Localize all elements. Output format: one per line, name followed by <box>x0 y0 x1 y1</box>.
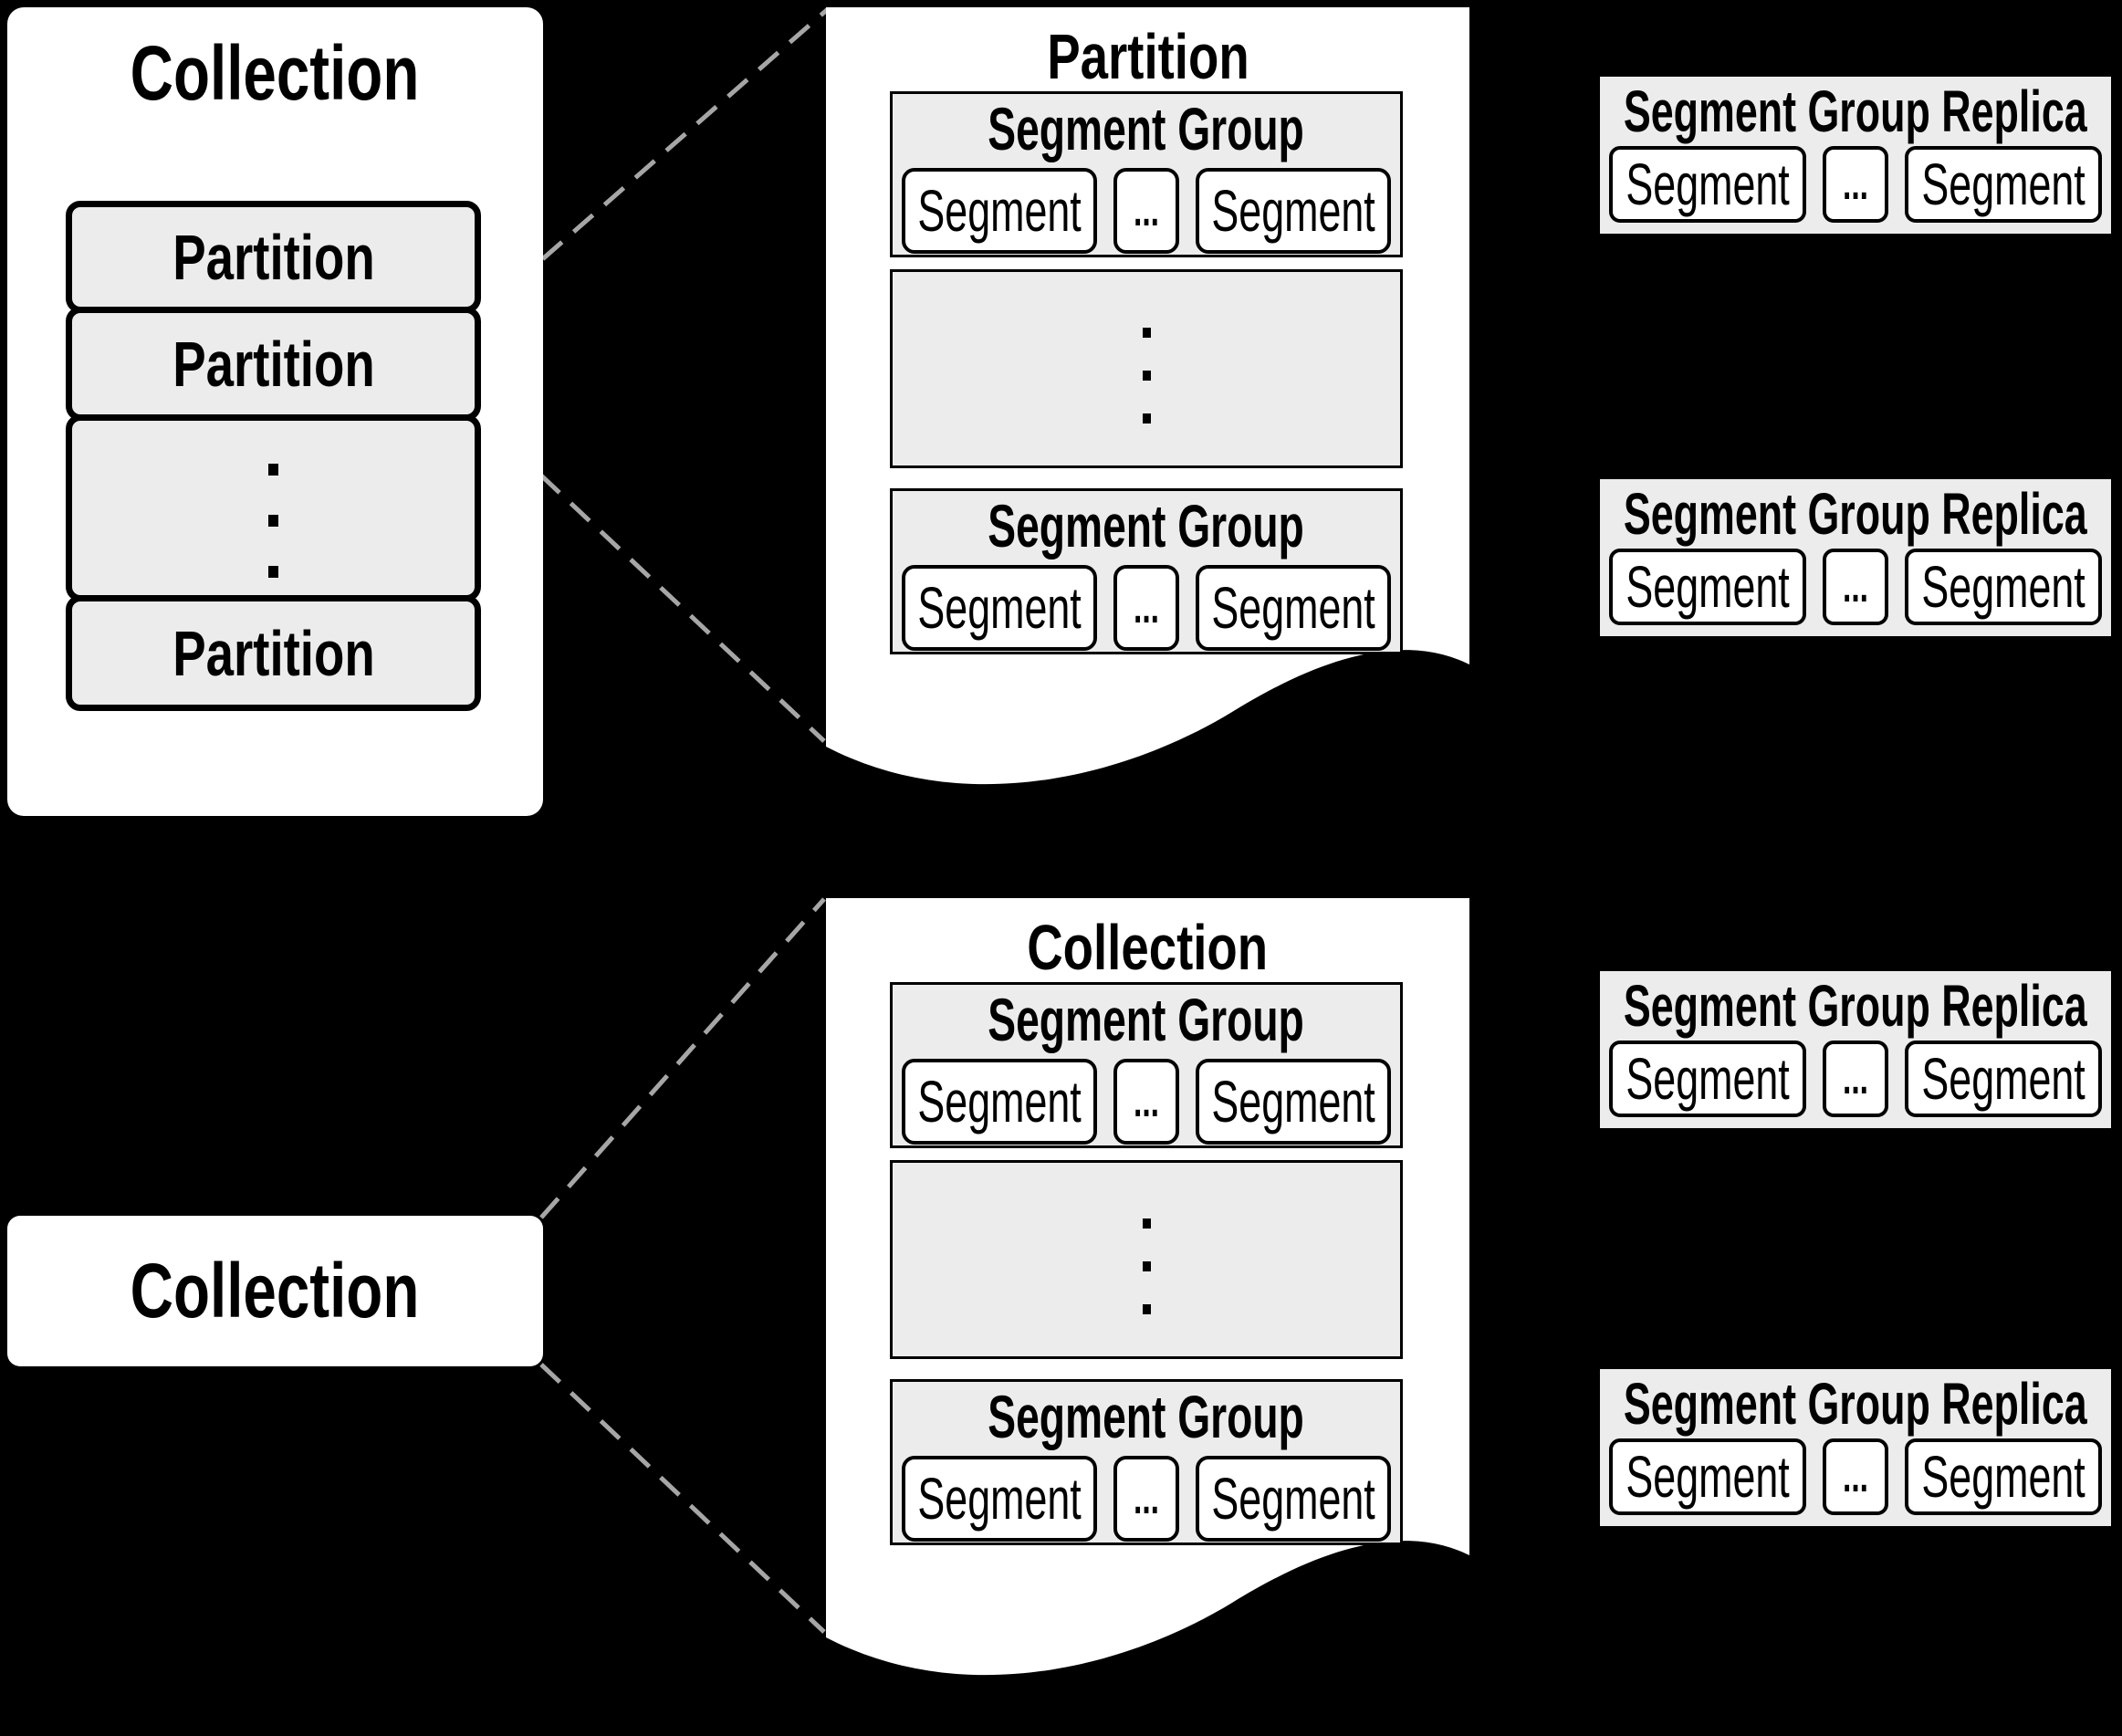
segment-label: Segment <box>1211 1069 1375 1135</box>
segment-group-title: Segment Group <box>988 1383 1305 1450</box>
ellipsis-box: ... <box>1113 1456 1179 1542</box>
partition-label: Partition <box>172 221 375 293</box>
ellipsis-label: ... <box>1133 583 1159 633</box>
segment-row: Segment ... Segment <box>1600 1041 2111 1117</box>
collection-label-box: Collection <box>7 1216 543 1366</box>
segment-group-more-box <box>890 269 1403 468</box>
vertical-ellipsis-icon <box>1142 1303 1151 1314</box>
segment-row: Segment ... Segment <box>1600 146 2111 223</box>
segment-box: Segment <box>1196 168 1391 254</box>
connector-line-collection-bottom <box>539 1363 826 1634</box>
vertical-ellipsis-icon <box>1142 327 1151 338</box>
partition-more-row <box>66 414 481 601</box>
ellipsis-box: ... <box>1113 1059 1179 1145</box>
segment-box: Segment <box>902 1059 1097 1145</box>
vertical-ellipsis-icon <box>268 566 278 578</box>
vertical-ellipsis-icon <box>268 515 278 527</box>
segment-box: Segment <box>902 565 1097 651</box>
segment-label: Segment <box>1921 152 2085 217</box>
ellipsis-label: ... <box>1133 1077 1159 1126</box>
segment-row: Segment ... Segment <box>893 168 1400 254</box>
segment-group-title: Segment Group <box>988 986 1305 1053</box>
ellipsis-box: ... <box>1113 168 1179 254</box>
segment-label: Segment <box>1921 554 2085 620</box>
segment-box: Segment <box>1609 1438 1806 1515</box>
segment-box: Segment <box>1609 146 1806 223</box>
segment-label: Segment <box>1921 1046 2085 1112</box>
ellipsis-box: ... <box>1113 565 1179 651</box>
partition-row-3: Partition <box>66 595 481 711</box>
segment-group-replica: Segment Group Replica Segment ... Segmen… <box>1600 77 2111 234</box>
segment-label: Segment <box>917 575 1082 641</box>
segment-label: Segment <box>1211 1466 1375 1532</box>
segment-row: Segment ... Segment <box>1600 549 2111 625</box>
ellipsis-box: ... <box>1823 1438 1888 1515</box>
segment-row: Segment ... Segment <box>893 565 1400 651</box>
partition-label: Partition <box>172 617 375 689</box>
segment-group: Segment Group Segment ... Segment <box>890 488 1403 654</box>
segment-label: Segment <box>917 1069 1082 1135</box>
vertical-ellipsis-icon <box>1142 413 1151 424</box>
connector-line-partition-bottom <box>479 417 826 743</box>
segment-row: Segment ... Segment <box>1600 1438 2111 1515</box>
segment-group: Segment Group Segment ... Segment <box>890 982 1403 1148</box>
segment-label: Segment <box>917 1466 1082 1532</box>
ellipsis-label: ... <box>1842 1054 1868 1103</box>
ellipsis-label: ... <box>1842 160 1868 209</box>
segment-box: Segment <box>1196 1059 1391 1145</box>
ellipsis-box: ... <box>1823 1041 1888 1117</box>
collection-panel-title: Collection <box>131 29 420 116</box>
segment-box: Segment <box>1905 146 2102 223</box>
segment-group: Segment Group Segment ... Segment <box>890 91 1403 257</box>
segment-row: Segment ... Segment <box>893 1456 1400 1542</box>
segment-group-title: Segment Group <box>988 95 1305 162</box>
ellipsis-box: ... <box>1823 146 1888 223</box>
segment-box: Segment <box>1609 549 1806 625</box>
segment-group-title: Segment Group <box>988 492 1305 559</box>
segment-box: Segment <box>1196 565 1391 651</box>
segment-box: Segment <box>1609 1041 1806 1117</box>
vertical-ellipsis-icon <box>1142 370 1151 381</box>
segment-box: Segment <box>1196 1456 1391 1542</box>
segment-label: Segment <box>1921 1444 2085 1510</box>
segment-group-replica: Segment Group Replica Segment ... Segmen… <box>1600 479 2111 636</box>
vertical-ellipsis-icon <box>1142 1260 1151 1271</box>
segment-box: Segment <box>1905 549 2102 625</box>
partition-label: Partition <box>172 328 375 400</box>
segment-box: Segment <box>902 1456 1097 1542</box>
segment-group-replica: Segment Group Replica Segment ... Segmen… <box>1600 971 2111 1128</box>
replica-title: Segment Group Replica <box>1624 78 2087 144</box>
segment-label: Segment <box>1625 152 1790 217</box>
connector-line-collection-top <box>539 897 826 1219</box>
collection-panel: Collection Partition Partition Partition <box>7 7 543 816</box>
replica-title: Segment Group Replica <box>1624 973 2087 1039</box>
partition-row-1: Partition <box>66 201 481 313</box>
vertical-ellipsis-icon <box>268 464 278 476</box>
connector-line-partition-top <box>479 7 830 315</box>
segment-label: Segment <box>1625 1444 1790 1510</box>
replica-title: Segment Group Replica <box>1624 481 2087 547</box>
segment-group-replica: Segment Group Replica Segment ... Segmen… <box>1600 1369 2111 1526</box>
collection-document-title: Collection <box>1027 912 1269 983</box>
segment-row: Segment ... Segment <box>893 1059 1400 1145</box>
segment-box: Segment <box>1905 1438 2102 1515</box>
partition-row-2: Partition <box>66 307 481 421</box>
segment-label: Segment <box>917 178 1082 244</box>
replica-title: Segment Group Replica <box>1624 1371 2087 1437</box>
vertical-ellipsis-icon <box>1142 1218 1151 1229</box>
segment-label: Segment <box>1625 1046 1790 1112</box>
segment-group-more-box <box>890 1160 1403 1359</box>
segment-label: Segment <box>1211 575 1375 641</box>
ellipsis-label: ... <box>1133 1474 1159 1523</box>
ellipsis-label: ... <box>1842 1452 1868 1501</box>
ellipsis-box: ... <box>1823 549 1888 625</box>
segment-box: Segment <box>902 168 1097 254</box>
ellipsis-label: ... <box>1842 562 1868 612</box>
partition-document-title: Partition <box>1046 21 1249 92</box>
ellipsis-label: ... <box>1133 186 1159 235</box>
segment-label: Segment <box>1625 554 1790 620</box>
segment-group: Segment Group Segment ... Segment <box>890 1379 1403 1545</box>
segment-box: Segment <box>1905 1041 2102 1117</box>
segment-label: Segment <box>1211 178 1375 244</box>
